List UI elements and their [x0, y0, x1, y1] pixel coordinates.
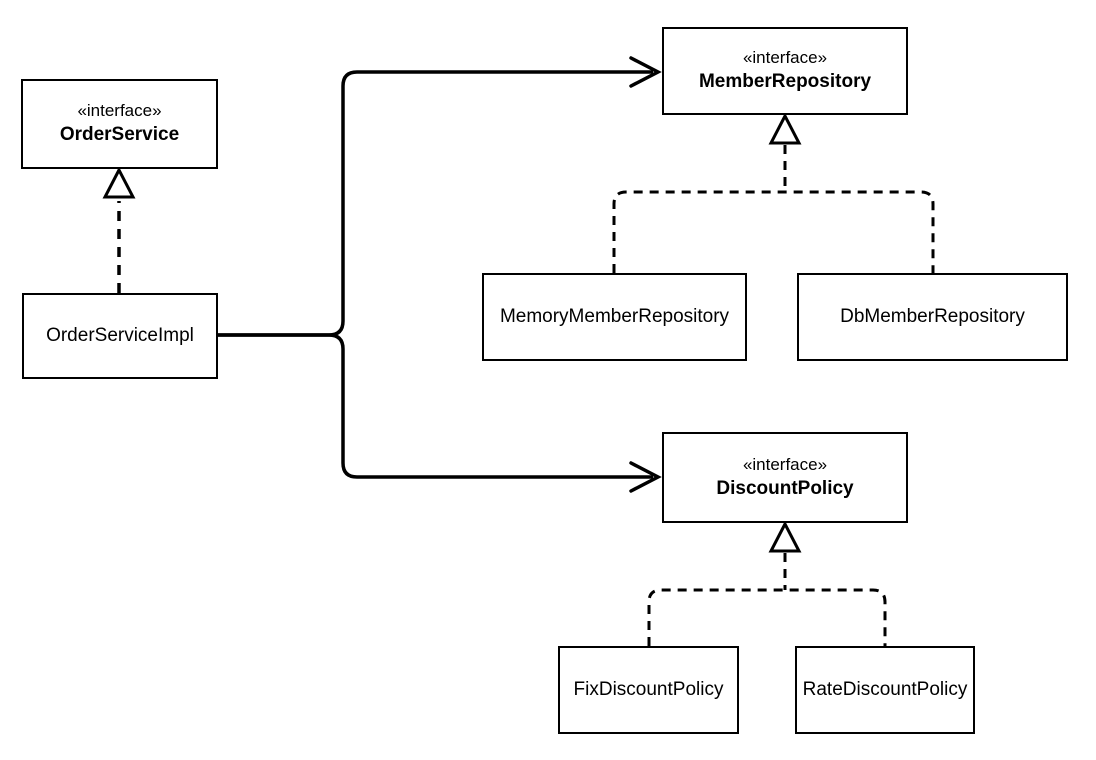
- hollow-triangle-icon: [102, 166, 136, 199]
- hollow-triangle-icon: [768, 520, 802, 553]
- class-name-label: RateDiscountPolicy: [802, 679, 968, 700]
- class-node-discount-policy: «interface» DiscountPolicy: [662, 432, 908, 523]
- stereotype-label: «interface»: [742, 48, 828, 68]
- class-name-label: OrderServiceImpl: [46, 325, 194, 346]
- class-name-label: DbMemberRepository: [840, 306, 1025, 327]
- hollow-triangle-icon: [768, 112, 802, 145]
- association-edge-orderserviceimpl-discountpolicy: [218, 333, 662, 493]
- class-name-label: MemoryMemberRepository: [499, 306, 730, 327]
- class-node-rate-discount-policy: RateDiscountPolicy: [795, 646, 975, 734]
- stereotype-label: «interface»: [77, 101, 162, 121]
- class-name-label: FixDiscountPolicy: [573, 679, 724, 700]
- realization-edge-orderserviceimpl-orderservice: [102, 166, 136, 293]
- stereotype-label: «interface»: [742, 454, 828, 474]
- realization-edges-discountpolicy-implementations: [647, 520, 887, 646]
- class-node-db-member-repository: DbMemberRepository: [797, 273, 1068, 361]
- class-node-memory-member-repository: MemoryMemberRepository: [482, 273, 747, 361]
- class-node-order-service: «interface» OrderService: [21, 79, 218, 169]
- class-name-label: MemberRepository: [698, 71, 872, 93]
- class-name-label: OrderService: [59, 124, 180, 146]
- realization-edges-memberrepository-implementations: [612, 112, 935, 273]
- class-name-label: DiscountPolicy: [716, 477, 854, 499]
- class-node-order-service-impl: OrderServiceImpl: [22, 293, 218, 379]
- open-arrowhead-icon: [629, 56, 662, 88]
- class-node-fix-discount-policy: FixDiscountPolicy: [558, 646, 739, 734]
- open-arrowhead-icon: [629, 461, 662, 493]
- class-node-member-repository: «interface» MemberRepository: [662, 27, 908, 115]
